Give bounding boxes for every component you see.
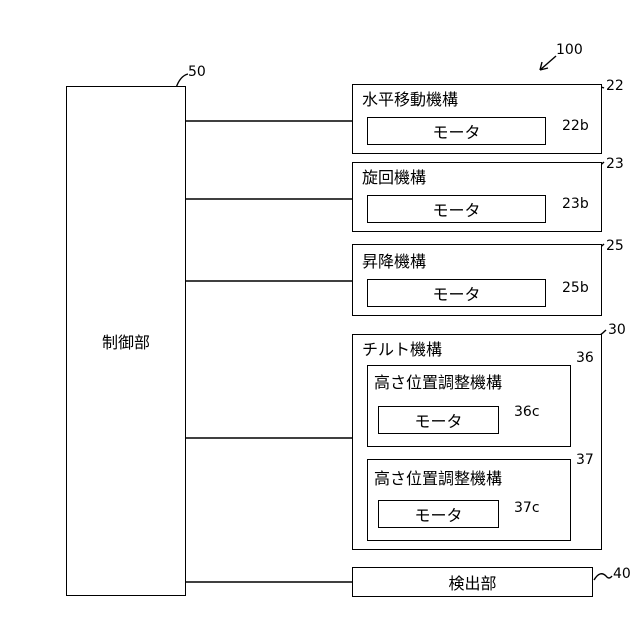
height-adjust-motor-label-37: モータ <box>414 502 462 526</box>
horizontal-mechanism-ref: 22 <box>606 78 624 94</box>
horizontal-motor-label: モータ <box>432 119 480 143</box>
height-adjust-ref-36: 36 <box>576 350 594 366</box>
detector-label: 検出部 <box>448 570 496 594</box>
tilt-mechanism-box: チルト機構 高さ位置調整機構 モータ 高さ位置調整機構 モータ <box>352 334 602 550</box>
tilt-mechanism-title: チルト機構 <box>362 341 442 359</box>
leader-40 <box>594 574 612 580</box>
detector-ref: 40 <box>613 566 631 582</box>
controller-label: 制御部 <box>102 329 150 353</box>
height-adjust-motor-label-36: モータ <box>414 408 462 432</box>
height-adjust-ref-37: 37 <box>576 452 594 468</box>
rotation-mechanism-title: 旋回機構 <box>362 169 426 187</box>
tilt-mechanism-ref: 30 <box>608 322 626 338</box>
height-adjust-box-36: 高さ位置調整機構 モータ <box>367 365 571 447</box>
rotation-mechanism-ref: 23 <box>606 156 624 172</box>
arrowhead-100 <box>540 62 548 70</box>
height-adjust-title-36: 高さ位置調整機構 <box>374 374 502 392</box>
lift-motor-ref: 25b <box>562 280 589 296</box>
horizontal-mechanism-title: 水平移動機構 <box>362 91 458 109</box>
height-adjust-motor-ref-36: 36c <box>514 404 540 420</box>
horizontal-motor-box: モータ <box>367 117 546 145</box>
height-adjust-title-37: 高さ位置調整機構 <box>374 470 502 488</box>
rotation-motor-ref: 23b <box>562 196 589 212</box>
lift-mechanism-ref: 25 <box>606 238 624 254</box>
rotation-motor-box: モータ <box>367 195 546 223</box>
lift-motor-box: モータ <box>367 279 546 307</box>
controller-ref: 50 <box>188 64 206 80</box>
controller-box: 制御部 <box>66 86 186 596</box>
leader-100 <box>540 56 556 70</box>
horizontal-motor-ref: 22b <box>562 118 589 134</box>
system-ref: 100 <box>556 42 583 58</box>
height-adjust-motor-box-37: モータ <box>378 500 499 528</box>
rotation-motor-label: モータ <box>432 197 480 221</box>
detector-box: 検出部 <box>352 567 593 597</box>
lift-mechanism-title: 昇降機構 <box>362 253 426 271</box>
height-adjust-motor-ref-37: 37c <box>514 500 540 516</box>
height-adjust-motor-box-36: モータ <box>378 406 499 434</box>
height-adjust-box-37: 高さ位置調整機構 モータ <box>367 459 571 541</box>
lift-motor-label: モータ <box>432 281 480 305</box>
